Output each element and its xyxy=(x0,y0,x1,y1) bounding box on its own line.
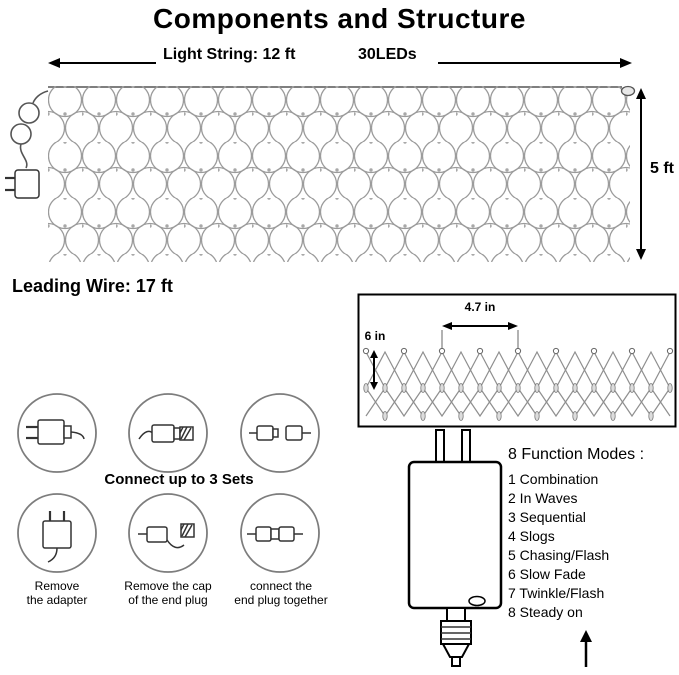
leading-wire-label: Leading Wire: 17 ft xyxy=(12,276,173,296)
step-icon-end-plug-with-cap xyxy=(128,393,208,473)
height-arrow xyxy=(636,88,646,260)
net-light-drawing xyxy=(48,85,636,262)
mode-item-1: 1 Combination xyxy=(508,471,599,487)
step-icon-remove-adapter xyxy=(17,493,97,573)
cell-spacing-label: 4.7 in xyxy=(464,300,496,314)
end-cap-icon xyxy=(620,85,636,97)
net-closeup-drawing xyxy=(362,347,674,421)
step-icon-adapter-with-cord xyxy=(17,393,97,473)
mode-button-icon xyxy=(468,595,486,607)
mode-item-8: 8 Steady on xyxy=(508,604,583,620)
step-icon-plugs-facing xyxy=(240,393,320,473)
function-modes-list: 1 Combination 2 In Waves 3 Sequential 4 … xyxy=(508,470,609,622)
step-caption-remove-cap: Remove the cap of the end plug xyxy=(124,579,212,607)
spacing-arrow xyxy=(441,322,519,349)
mode-pointer-arrow xyxy=(580,630,592,667)
mode-item-5: 5 Chasing/Flash xyxy=(508,547,610,563)
connect-sets-heading: Connect up to 3 Sets xyxy=(104,471,254,488)
led-count-label: 30LEDs xyxy=(358,46,417,63)
step-icon-remove-cap xyxy=(128,493,208,573)
step-icon-connect-plugs xyxy=(240,493,320,573)
step-caption-connect-plugs: connect the end plug together xyxy=(234,579,328,607)
drop-arrow xyxy=(370,350,378,390)
power-plug-icon xyxy=(5,169,40,199)
mode-item-3: 3 Sequential xyxy=(508,509,586,525)
page-title: Components and Structure xyxy=(153,3,526,34)
step-caption-remove-adapter: Remove the adapter xyxy=(26,579,88,607)
mode-item-2: 2 In Waves xyxy=(508,490,578,506)
width-arrow xyxy=(48,58,632,68)
net-closeup-box xyxy=(357,293,677,428)
net-height-label: 5 ft xyxy=(650,160,674,177)
leading-wire-drawing xyxy=(10,90,49,169)
mode-item-6: 6 Slow Fade xyxy=(508,566,586,582)
light-string-length-label: Light String: 12 ft xyxy=(163,46,296,63)
cell-drop-label: 6 in xyxy=(364,329,386,343)
adapter-drawing xyxy=(407,429,503,667)
function-modes-heading: 8 Function Modes : xyxy=(508,446,645,463)
mode-item-4: 4 Slogs xyxy=(508,528,555,544)
mode-item-7: 7 Twinkle/Flash xyxy=(508,585,605,601)
